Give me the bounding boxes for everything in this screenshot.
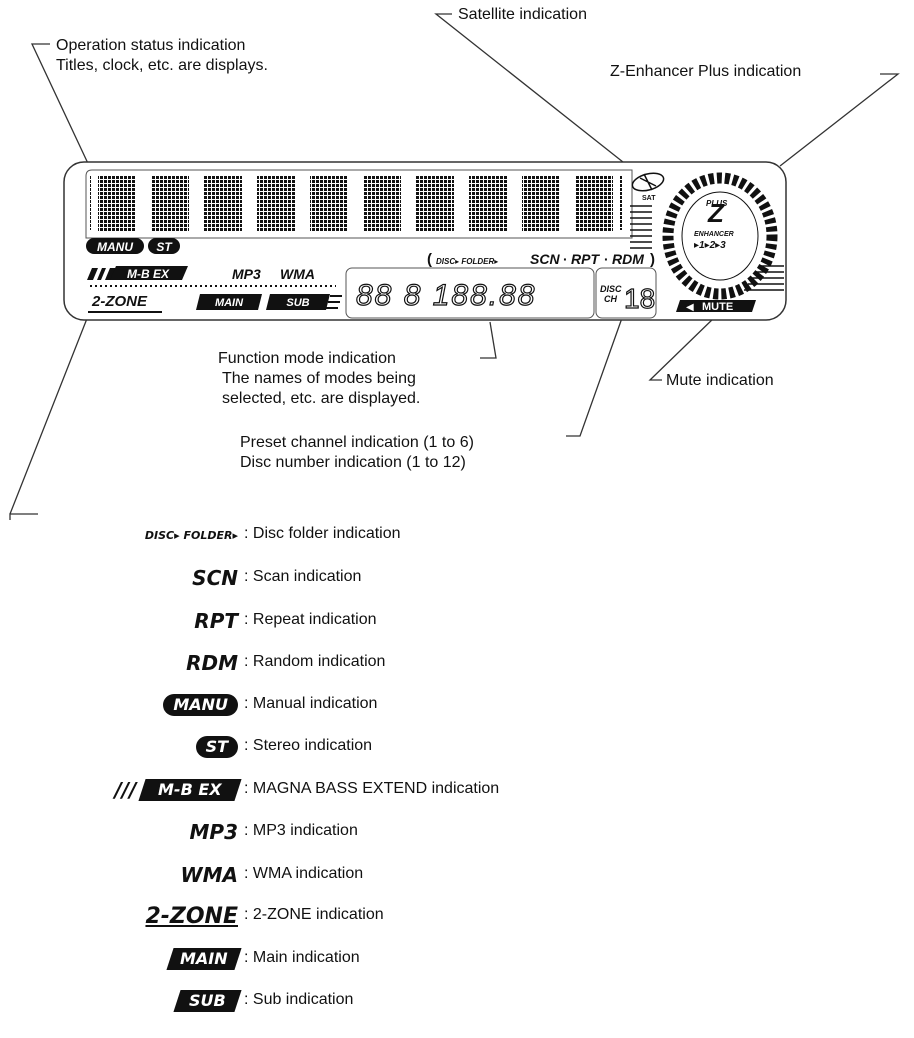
sub-icon: SUB xyxy=(173,986,242,1016)
lcd-diagram: MANU ST ( DISC▸ FOLDER▸ SCN · RPT · RDM … xyxy=(9,13,900,520)
2zone-icon: 2-ZONE xyxy=(145,903,238,929)
legend-row: 2-ZONE : 2-ZONE indication xyxy=(0,901,914,931)
dot-matrix-area xyxy=(90,176,622,232)
legend-label: : Main indication xyxy=(244,949,360,966)
callout-preset-channel: Preset channel indication (1 to 6) Disc … xyxy=(240,434,474,471)
legend-row: MANU : Manual indication xyxy=(0,690,914,720)
rpt-icon: RPT xyxy=(194,609,238,633)
main-icon: MAIN xyxy=(166,944,242,974)
legend-label: : Stereo indication xyxy=(244,737,373,754)
display-wma: WMA xyxy=(280,266,315,282)
callout-mute: Mute indication xyxy=(666,372,774,389)
wma-icon: WMA xyxy=(180,863,238,887)
legend-row: SUB : Sub indication xyxy=(0,986,914,1016)
legend-row: /// M-B EX : MAGNA BASS EXTEND indicatio… xyxy=(0,775,914,805)
display-disc-ch-bottom: CH xyxy=(604,294,617,304)
legend-row: ST : Stereo indication xyxy=(0,732,914,762)
display-manu: MANU xyxy=(97,240,133,254)
leader-lines xyxy=(9,13,900,520)
display-disc-folder: DISC▸ FOLDER▸ xyxy=(436,257,498,266)
mp3-icon: MP3 xyxy=(189,820,238,844)
display-segment-sample: 88 8 188.88 xyxy=(356,279,536,312)
legend-label: : Manual indication xyxy=(244,695,378,712)
legend-label: : Scan indication xyxy=(244,568,362,585)
callout-z-enhancer: Z-Enhancer Plus indication xyxy=(610,63,802,80)
legend-label: : Sub indication xyxy=(244,991,354,1008)
display-rpt: RPT xyxy=(571,251,600,267)
display-mbex: M-B EX xyxy=(127,267,170,281)
display-disc-ch-top: DISC xyxy=(600,284,622,294)
display-mp3: MP3 xyxy=(232,266,261,282)
callout-function-mode: Function mode indication The names of mo… xyxy=(218,350,421,407)
legend-label: : WMA indication xyxy=(244,865,364,882)
legend-label: : Random indication xyxy=(244,653,386,670)
mbex-icon: /// M-B EX xyxy=(114,775,242,805)
satellite-icon: SAT xyxy=(631,172,665,202)
display-2zone: 2-ZONE xyxy=(91,293,148,310)
display-sat: SAT xyxy=(642,195,656,202)
legend-label: : Disc folder indication xyxy=(244,525,401,542)
display-plus: PLUS xyxy=(706,199,728,208)
legend-row: RPT : Repeat indication xyxy=(0,606,914,636)
level-bars xyxy=(630,205,652,249)
display-sub: SUB xyxy=(286,297,309,309)
display-mute: MUTE xyxy=(702,301,733,313)
svg-text:Z: Z xyxy=(707,198,725,228)
z-enhancer-icon: Z PLUS ENHANCER ▸1▸2▸3 xyxy=(662,172,778,300)
display-rdm: RDM xyxy=(612,251,644,267)
svg-text:(: ( xyxy=(427,251,432,268)
callout-satellite: Satellite indication xyxy=(458,6,587,23)
display-enhancer: ENHANCER xyxy=(694,231,734,238)
callout-operation-status: Operation status indication Titles, cloc… xyxy=(56,37,268,74)
segment-display xyxy=(345,267,595,319)
disc-folder-icon: DISC▸ FOLDER▸ xyxy=(144,528,238,542)
svg-text:): ) xyxy=(650,251,655,268)
legend-row: DISC▸ FOLDER▸ : Disc folder indication xyxy=(0,520,914,550)
display-z-levels: ▸1▸2▸3 xyxy=(694,240,726,251)
display-scn: SCN xyxy=(530,251,560,267)
legend-row: MP3 : MP3 indication xyxy=(0,817,914,847)
display-st: ST xyxy=(156,240,173,254)
legend-row: WMA : WMA indication xyxy=(0,860,914,890)
svg-text:·: · xyxy=(604,251,609,267)
legend-row: SCN : Scan indication xyxy=(0,563,914,593)
display-main: MAIN xyxy=(215,297,244,309)
display-disc-number: 18 xyxy=(624,283,655,314)
rdm-icon: RDM xyxy=(186,651,238,675)
legend-row: RDM : Random indication xyxy=(0,648,914,678)
scn-icon: SCN xyxy=(192,566,238,590)
st-icon: ST xyxy=(195,732,238,762)
manu-icon: MANU xyxy=(163,690,238,720)
svg-text:·: · xyxy=(563,251,568,267)
legend-label: : Repeat indication xyxy=(244,611,377,628)
svg-text:◀: ◀ xyxy=(686,302,694,313)
legend-label: : MAGNA BASS EXTEND indication xyxy=(244,780,500,797)
legend-label: : MP3 indication xyxy=(244,822,358,839)
legend-label: : 2-ZONE indication xyxy=(244,906,384,923)
legend-row: MAIN : Main indication xyxy=(0,944,914,974)
